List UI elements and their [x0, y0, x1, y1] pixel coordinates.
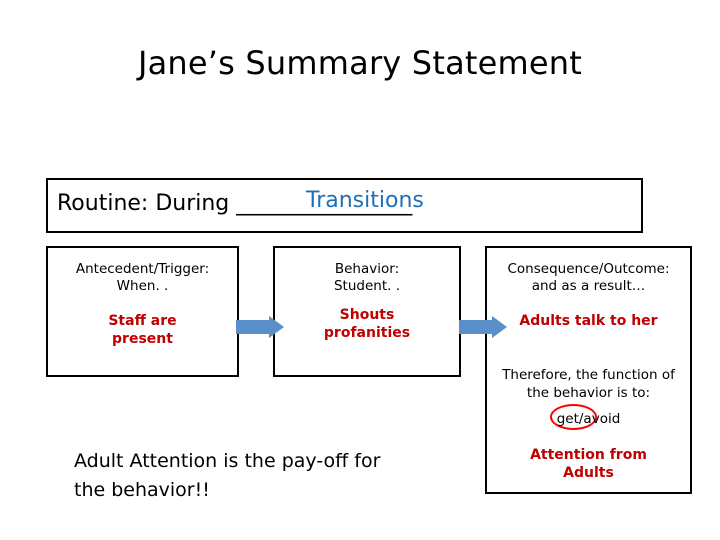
get-highlight-oval [550, 404, 597, 430]
function-statement: Therefore, the function of the behavior … [487, 366, 690, 402]
antecedent-header-line1: Antecedent/Trigger: [75, 261, 210, 277]
behavior-content: Shouts profanities [275, 306, 459, 342]
routine-label: Routine: During ________________ [57, 191, 413, 216]
function-statement-line2: the behavior is to: [526, 385, 651, 401]
behavior-header: Behavior: Student. . [275, 261, 459, 295]
function-result: Attention from Adults [487, 446, 690, 482]
arrow-behavior-to-consequence [459, 316, 507, 338]
routine-value: Transitions [306, 188, 424, 213]
antecedent-header: Antecedent/Trigger: When. . [48, 261, 237, 295]
consequence-header: Consequence/Outcome: and as a result… [487, 261, 690, 295]
consequence-content-line1: Adults talk to her [519, 313, 658, 329]
payoff-note-line2: the behavior!! [74, 479, 210, 501]
function-result-line1: Attention from [530, 447, 647, 463]
payoff-note: Adult Attention is the pay-off for the b… [74, 447, 454, 505]
consequence-header-line2: and as a result… [531, 278, 646, 294]
arrow-head [492, 316, 507, 338]
behavior-content-line1: Shouts [339, 307, 395, 323]
consequence-content: Adults talk to her [487, 312, 690, 330]
antecedent-content-line1: Staff are [108, 313, 177, 329]
antecedent-content: Staff are present [48, 312, 237, 348]
get-avoid-label: get/avoid [556, 411, 621, 427]
antecedent-box: Antecedent/Trigger: When. . Staff are pr… [46, 246, 239, 377]
consequence-box: Consequence/Outcome: and as a result… Ad… [485, 246, 692, 494]
behavior-box: Behavior: Student. . Shouts profanities [273, 246, 461, 377]
page-title: Jane’s Summary Statement [137, 44, 583, 82]
arrow-shaft [236, 320, 269, 334]
antecedent-content-line2: present [112, 331, 173, 347]
antecedent-header-line2: When. . [116, 278, 169, 294]
behavior-header-line2: Student. . [333, 278, 401, 294]
function-result-line2: Adults [563, 465, 614, 481]
arrow-shaft [459, 320, 492, 334]
function-statement-line1: Therefore, the function of [502, 367, 675, 383]
arrow-antecedent-to-behavior [236, 316, 284, 338]
behavior-header-line1: Behavior: [334, 261, 400, 277]
payoff-note-line1: Adult Attention is the pay-off for [74, 450, 381, 472]
routine-box: Routine: During ________________ Transit… [46, 178, 643, 233]
behavior-content-line2: profanities [323, 325, 411, 341]
arrow-head [269, 316, 284, 338]
consequence-header-line1: Consequence/Outcome: [507, 261, 670, 277]
